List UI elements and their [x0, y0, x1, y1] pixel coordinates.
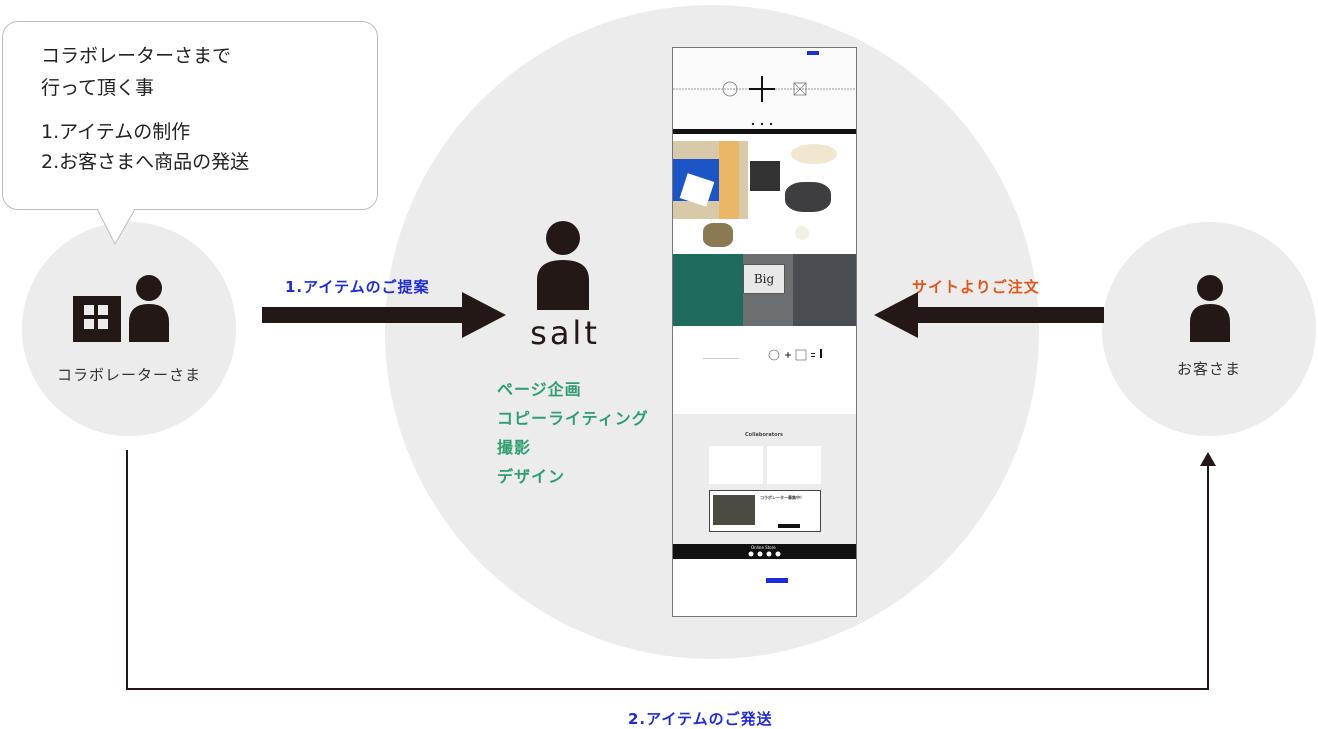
service-copywriting: コピーライティング [497, 404, 649, 433]
service-page-planning: ページ企画 [497, 375, 649, 404]
bubble-line-2: 行って頂く事 [41, 74, 154, 102]
customer-person-icon [1189, 274, 1231, 342]
bubble-tail [95, 208, 141, 246]
shipping-arrow [120, 450, 1220, 695]
mock-about-section [673, 328, 856, 414]
bubble-item-2: 2.お客さまへ商品の発送 [41, 148, 249, 176]
mock-hero-icons [673, 58, 856, 133]
mock-art-image [673, 141, 748, 219]
mock-object-image [791, 144, 837, 164]
proposal-arrow [262, 292, 508, 338]
shipping-label: 2.アイテムのご発送 [628, 708, 773, 729]
bubble-line-1: コラボレーターさまで [41, 42, 231, 70]
speech-bubble: コラボレーターさまで 行って頂く事 1.アイテムの制作 2.お客さまへ商品の発送 [2, 21, 378, 210]
mock-pyrite-image [703, 223, 733, 247]
collaborator-label: コラボレーターさま [22, 364, 236, 385]
mock-pearl-image [795, 226, 809, 240]
mock-big-title: Big [743, 264, 785, 294]
bubble-item-1: 1.アイテムの制作 [41, 118, 190, 146]
order-arrow [874, 292, 1106, 338]
salt-logo: salt [520, 314, 610, 352]
customer-label: お客さま [1102, 358, 1316, 379]
collaborator-person-icon [127, 274, 171, 342]
building-icon [73, 296, 121, 342]
salt-person-icon [535, 220, 591, 310]
mock-header-button [807, 51, 819, 55]
mock-stone-image [785, 182, 831, 212]
mock-notice-bar [673, 129, 856, 134]
mock-collab-heading: Collaborators [745, 432, 783, 438]
mock-logo-tile [750, 161, 780, 191]
mock-big-banner: Big [673, 254, 856, 326]
